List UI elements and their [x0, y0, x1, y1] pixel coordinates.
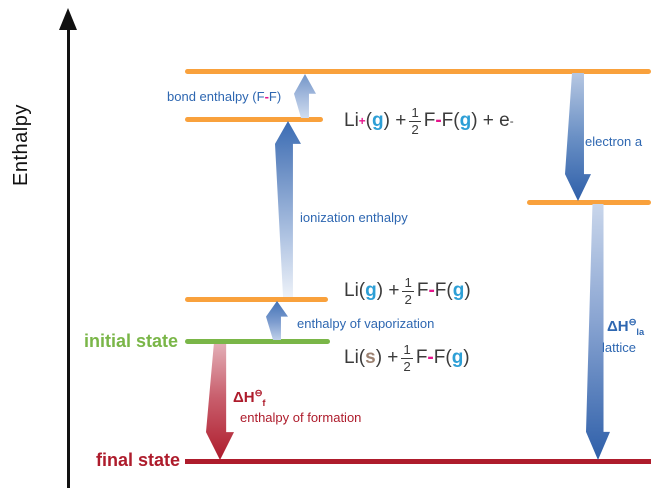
- level-line-after-electron-affinity: [527, 200, 651, 205]
- axis-arrowhead-icon: [59, 8, 77, 30]
- formation-enthalpy-symbol: ΔH⊖f: [233, 388, 266, 408]
- vaporization-enthalpy-up-arrow: [266, 301, 288, 340]
- level-line-final-state: [185, 459, 651, 464]
- level-line-ions-plus-electron: [185, 69, 651, 74]
- ionization-enthalpy-label: ionization enthalpy: [300, 210, 408, 225]
- initial-state-label: initial state: [84, 331, 179, 351]
- formation-enthalpy-down-arrow: [206, 344, 234, 460]
- level-line-li-ion-gas: [185, 117, 323, 122]
- enthalpy-axis-line: [67, 24, 70, 488]
- lattice-enthalpy-label: lattice: [602, 340, 636, 355]
- ionization-enthalpy-up-arrow: [275, 121, 301, 297]
- bond-enthalpy-label: bond enthalpy (F-F): [167, 89, 282, 104]
- enthalpy-axis-label: Enthalpy: [10, 104, 32, 186]
- formation-enthalpy-label: enthalpy of formation: [240, 410, 362, 425]
- bond-enthalpy-up-arrow: [294, 74, 316, 118]
- lattice-enthalpy-symbol: ΔH⊖la: [607, 317, 645, 337]
- vaporization-enthalpy-label: enthalpy of vaporization: [297, 316, 435, 331]
- level-line-li-gas: [185, 297, 328, 302]
- level-line-initial-state: [185, 339, 330, 344]
- electron-affinity-label: electron a: [585, 134, 643, 149]
- final-state-label: final state: [96, 450, 181, 470]
